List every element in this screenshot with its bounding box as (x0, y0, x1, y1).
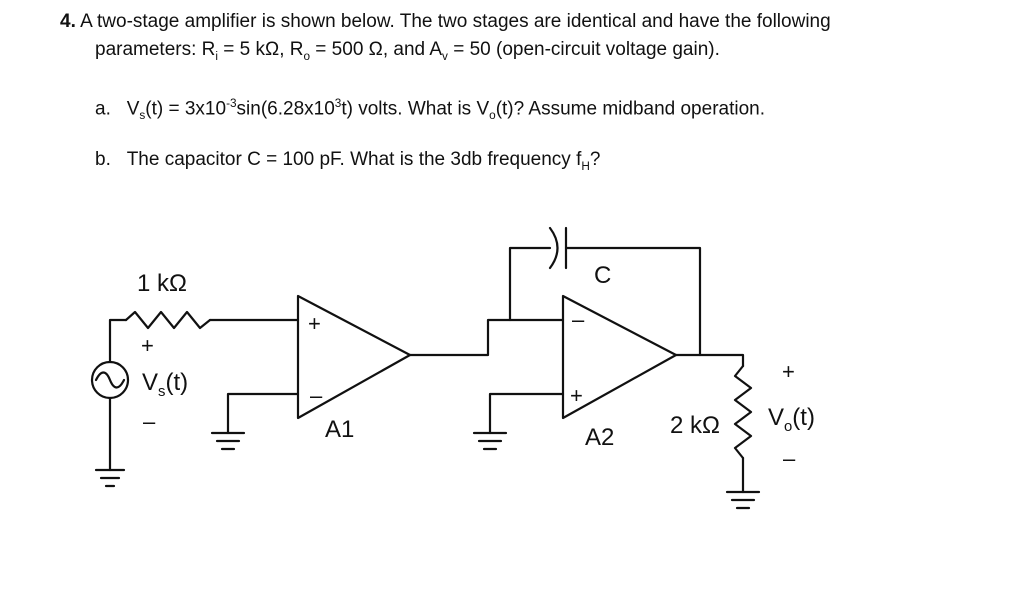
opamp-a2-triangle (561, 294, 678, 420)
part-b: b. The capacitor C = 100 pF. What is the… (95, 149, 601, 173)
ground-icon (94, 468, 126, 488)
ground-icon (472, 431, 508, 451)
vo-label: Vo(t) (768, 404, 815, 435)
resistor-1k (124, 310, 212, 330)
question-line-1: 4. A two-stage amplifier is shown below.… (60, 8, 831, 36)
part-a: a. Vs(t) = 3x10-3sin(6.28x103t) volts. W… (95, 97, 765, 123)
question-number: 4. (60, 11, 76, 32)
vs-label: Vs(t) (142, 369, 189, 400)
part-a-letter: a. (95, 98, 111, 120)
question-intro: A two-stage amplifier is shown below. Th… (80, 11, 831, 32)
resistor-1k-label: 1 kΩ (137, 270, 187, 297)
vo-minus-sign: – (783, 446, 796, 471)
ac-source-sine (94, 371, 126, 389)
capacitor-c-label: C (594, 262, 612, 289)
opamp-a1-label: A1 (325, 416, 355, 443)
resistor-2k (733, 364, 753, 460)
a2-plus-ground-wire (488, 392, 565, 435)
source-minus-sign: – (143, 409, 156, 434)
a2-minus-sign: – (572, 307, 585, 332)
opamp-a2-label: A2 (585, 424, 615, 451)
capacitor-c-curved-plate (548, 226, 559, 270)
question-params: parameters: Ri = 5 kΩ, Ro = 500 Ω, and A… (95, 39, 720, 63)
resistor-2k-label: 2 kΩ (670, 412, 720, 439)
a1-output-wire (408, 318, 565, 357)
source-top-wire (108, 318, 128, 364)
a2-output-wire (674, 353, 745, 368)
part-b-letter: b. (95, 149, 111, 170)
a1-minus-sign: – (310, 383, 323, 408)
feedback-right-wire (564, 246, 702, 357)
ground-icon (210, 431, 246, 451)
a1-plus-sign: + (308, 311, 321, 336)
vo-plus-sign: + (782, 359, 795, 384)
a2-plus-sign: + (570, 383, 583, 408)
a1-minus-ground-wire (226, 392, 300, 435)
opamp-a1-triangle (296, 294, 412, 420)
feedback-left-wire (508, 246, 552, 322)
source-plus-sign: + (141, 333, 154, 358)
ground-icon (725, 490, 761, 510)
